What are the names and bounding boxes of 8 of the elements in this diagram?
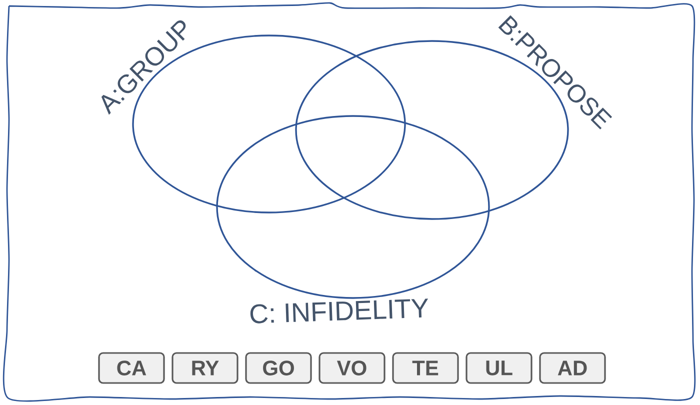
- letter-tile: TE: [392, 352, 459, 384]
- letter-tile: AD: [539, 352, 606, 384]
- set-label: C: INFIDELITY: [250, 298, 428, 324]
- letter-tile: UL: [466, 352, 532, 384]
- letter-tile: RY: [172, 352, 238, 384]
- letter-tile: CA: [98, 352, 165, 384]
- letter-tile: VO: [318, 352, 386, 384]
- letter-tile: GO: [245, 352, 312, 384]
